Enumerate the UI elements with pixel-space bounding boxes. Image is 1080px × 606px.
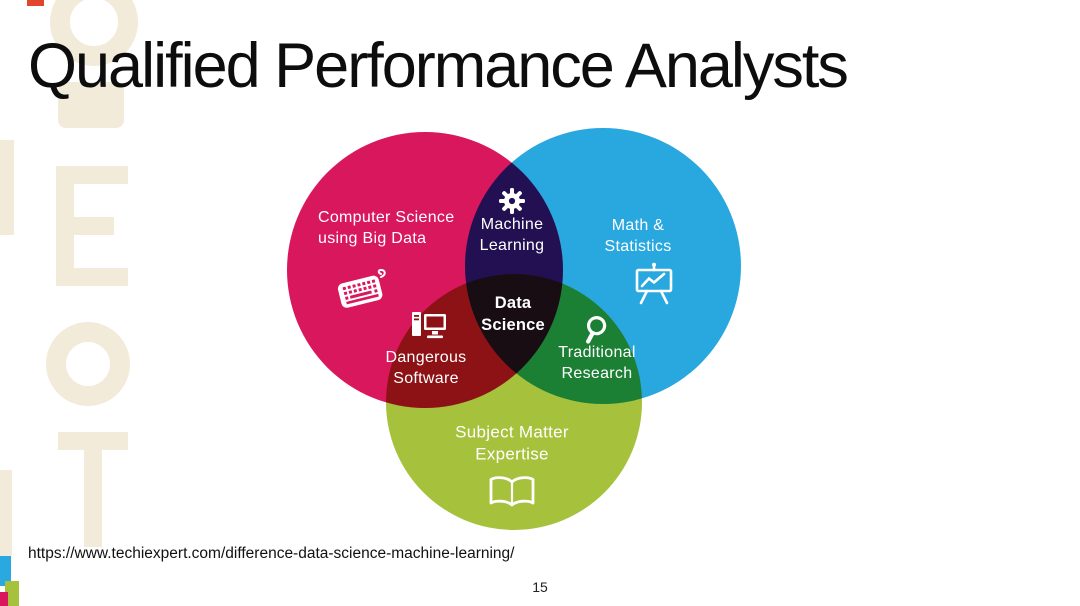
watermark-shape (56, 166, 128, 184)
top-edge-mark (27, 0, 44, 6)
watermark-shape (0, 470, 12, 556)
watermark-shape (0, 140, 14, 235)
watermark-shape (58, 82, 124, 128)
watermark-shape (56, 217, 114, 235)
magnifier-icon (579, 314, 613, 348)
page-number: 15 (532, 579, 548, 595)
source-url: https://www.techiexpert.com/difference-d… (28, 545, 515, 562)
bottom-left-mark-red (0, 592, 8, 606)
open-book-icon (485, 473, 539, 511)
label-dangerous-software: Dangerous Software (385, 348, 467, 387)
desktop-computer-icon (409, 310, 449, 342)
label-math-statistics: Math & Statistics (604, 216, 672, 255)
watermark-shape (56, 268, 128, 286)
watermark-shape (84, 432, 102, 547)
keyboard-icon (335, 267, 391, 309)
label-traditional-research: Traditional Research (558, 343, 636, 382)
label-machine-learning: Machine Learning (479, 215, 545, 254)
bottom-left-mark-green (5, 581, 19, 606)
label-data-science: Data Science (481, 294, 545, 334)
label-computer-science: Computer Science using Big Data (318, 209, 455, 248)
gear-icon (497, 186, 527, 216)
label-subject-matter: Subject Matter Expertise (455, 422, 569, 464)
presentation-chart-icon (630, 261, 678, 307)
background-watermark (0, 0, 150, 606)
page-title: Qualified Performance Analysts (28, 31, 849, 101)
bottom-left-mark-blue (0, 556, 11, 586)
